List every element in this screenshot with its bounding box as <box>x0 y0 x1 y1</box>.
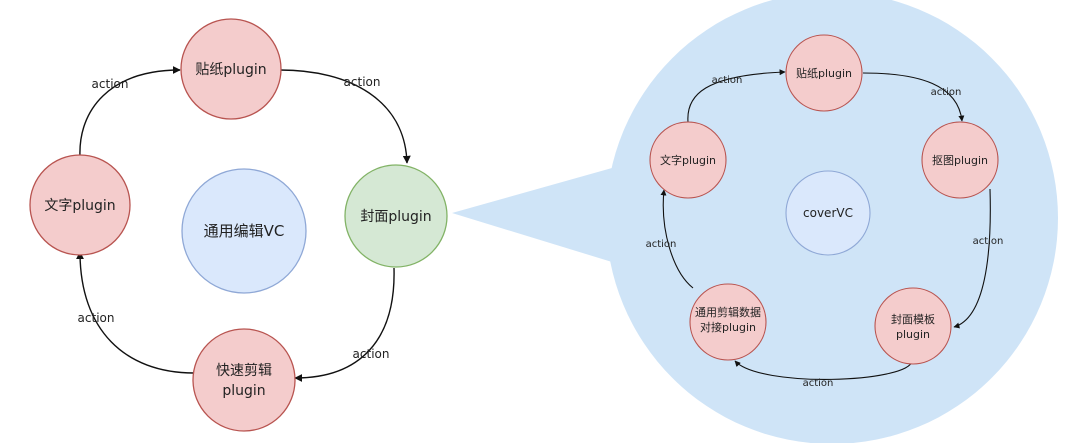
edge-r-matting-to-template <box>953 188 991 329</box>
edge-label-r-matting-to-template: action <box>973 236 1004 247</box>
node-label-r-sticker-plugin: 贴纸plugin <box>796 66 852 80</box>
edge-label-r-edit-data-to-text: action <box>646 239 677 250</box>
node-text-plugin <box>29 154 131 256</box>
edge-label-quick-edit-to-text: action <box>78 311 115 325</box>
edge-r-template-to-edit-data <box>734 360 913 380</box>
right-edge-labels: action action action action action <box>646 75 1004 389</box>
node-r-edit-data-plugin <box>689 283 767 361</box>
center-node-general-edit-vc <box>181 168 307 294</box>
center-node-cover-vc <box>785 170 871 256</box>
node-label-cover-plugin: 封面plugin <box>360 209 431 225</box>
center-label-general-edit-vc: 通用编辑VC <box>204 222 285 240</box>
right-nodes: coverVC 贴纸plugin 抠图plugin 文字plugin 封面模板 … <box>649 34 999 365</box>
node-label-r-matting-plugin: 抠图plugin <box>932 153 988 167</box>
node-sticker-plugin <box>180 18 282 120</box>
node-label-r-edit-data-line1: 通用剪辑数据 <box>695 305 761 319</box>
edge-label-r-template-to-edit-data: action <box>803 378 834 389</box>
edge-sticker-to-cover <box>279 69 411 164</box>
node-label-r-cover-template-line1: 封面模板 <box>891 312 935 326</box>
edge-cover-to-quick-edit <box>294 267 395 382</box>
edge-label-cover-to-quick-edit: action <box>353 347 390 361</box>
node-label-quick-edit-plugin-line2: plugin <box>222 383 265 399</box>
node-quick-edit-plugin <box>192 328 296 432</box>
node-r-sticker-plugin <box>785 34 863 112</box>
right-edges <box>660 69 991 380</box>
edge-text-to-sticker <box>79 66 181 158</box>
edge-quick-edit-to-text <box>76 251 195 374</box>
zoom-callout <box>452 0 1058 443</box>
node-label-sticker-plugin: 贴纸plugin <box>195 62 266 78</box>
center-label-cover-vc: coverVC <box>803 206 853 220</box>
edge-label-r-text-to-sticker: action <box>712 75 743 86</box>
edge-r-sticker-to-matting <box>862 72 965 122</box>
node-label-r-text-plugin: 文字plugin <box>660 153 716 167</box>
node-r-text-plugin <box>649 121 727 199</box>
edge-label-sticker-to-cover: action <box>344 75 381 89</box>
node-r-matting-plugin <box>921 121 999 199</box>
left-edges <box>76 66 411 382</box>
edge-r-edit-data-to-text <box>660 189 694 289</box>
node-label-r-cover-template-line2: plugin <box>896 328 930 341</box>
node-cover-plugin <box>344 164 448 268</box>
edge-label-text-to-sticker: action <box>92 77 129 91</box>
node-label-quick-edit-plugin-line1: 快速剪辑 <box>216 363 272 379</box>
left-edge-labels: action action action action <box>78 75 390 361</box>
node-label-text-plugin: 文字plugin <box>44 198 115 214</box>
node-r-cover-template-plugin <box>874 287 952 365</box>
zoom-callout-wedge <box>452 168 612 262</box>
edge-r-text-to-sticker <box>687 69 786 123</box>
edge-label-r-sticker-to-matting: action <box>931 87 962 98</box>
left-nodes: 通用编辑VC 贴纸plugin 文字plugin 封面plugin 快速剪辑 p… <box>29 18 448 432</box>
node-label-r-edit-data-line2: 对接plugin <box>700 320 756 334</box>
